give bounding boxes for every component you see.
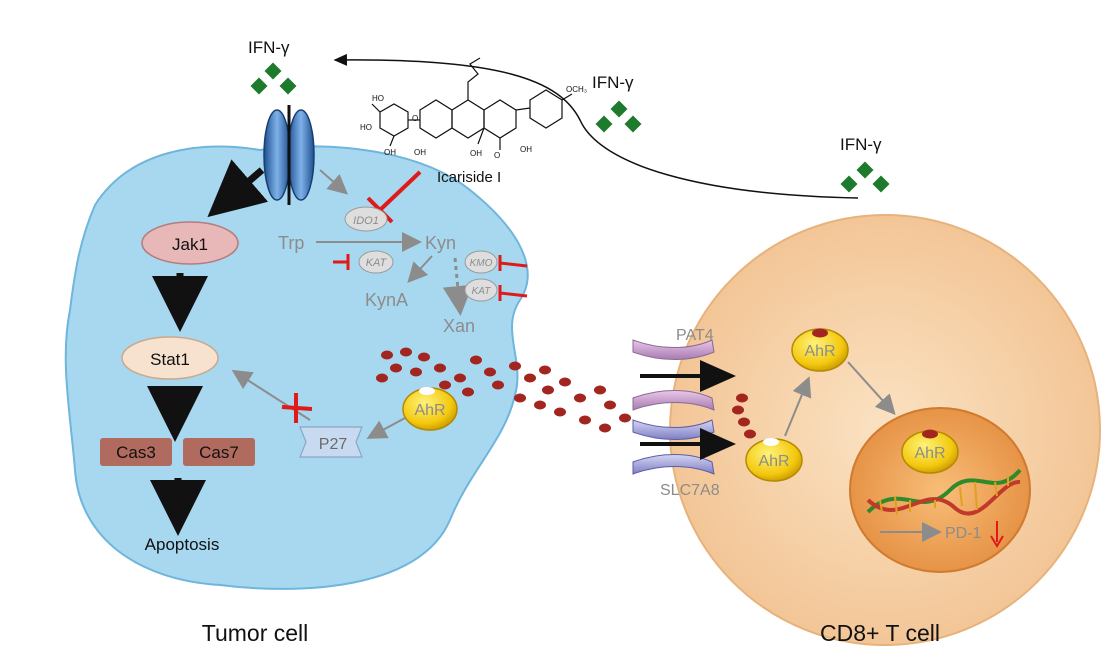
p27-label: P27 [319,436,348,453]
stat1-label: Stat1 [150,350,190,369]
kmo-inhibition [498,255,528,271]
ahr-tcell-top-label: AhR [804,343,835,360]
ido1-label: IDO1 [353,215,379,227]
svg-text:HO: HO [372,94,384,103]
apoptosis-label: Apoptosis [145,535,220,554]
cas7-label: Cas7 [199,443,239,462]
transporter-channel-icon [632,339,715,411]
svg-text:O: O [494,151,500,160]
kat-label-right: KAT [472,286,492,297]
ahr-nuclear-translocation-arrow [847,361,896,415]
svg-text:OH: OH [414,148,426,157]
svg-text:OCH₃: OCH₃ [566,85,587,94]
ifn-gamma-secretion-arrow [333,53,859,199]
svg-text:OH: OH [384,148,396,157]
svg-text:O: O [412,114,418,123]
ahr-binding-site [419,387,435,395]
ifn-gamma-label-mid: IFN-γ [592,73,634,92]
cas3-label: Cas3 [116,443,156,462]
stat1-node [121,336,219,380]
kyn-to-kyna-arrow [407,255,433,283]
kat-enzyme-right [464,278,498,302]
kyn-label: Kyn [425,233,456,253]
pd1-label: PD-1 [945,525,982,542]
ahr-activation-arrow [784,376,812,437]
ifn-gamma-icon [840,161,890,193]
jak1-label: Jak1 [172,235,208,254]
p27-node [299,426,363,458]
svg-text:HO: HO [360,123,372,132]
receptor-to-jak1-arrow [207,159,269,218]
cd8-cell-label: CD8+ T cell [820,620,940,646]
ifn-gamma-label-top: IFN-γ [248,38,290,57]
compound-label: Icariside I [437,169,501,186]
ifn-gamma-icon [595,100,642,133]
kyna-label: KynA [365,290,408,310]
ido1-enzyme [344,206,388,232]
ahr-to-p27-arrow [366,417,406,439]
cas3-box [100,438,172,466]
svg-text:OH: OH [470,149,482,158]
tumor-cell-label: Tumor cell [202,620,309,646]
pat4-label: PAT4 [676,327,714,344]
ifn-gamma-icon [250,62,297,95]
ahr-nucleus-label: AhR [914,445,945,462]
jak1-node [141,221,239,265]
cas7-box [183,438,255,466]
kmo-enzyme [464,250,498,274]
trp-label: Trp [278,233,304,253]
kat-inhibition-left [333,254,350,270]
ifn-gamma-label-right: IFN-γ [840,135,882,154]
pd1-decrease-arrow [990,521,1004,548]
kyn-to-xan-arrow [442,257,473,316]
chemical-atom-labels: HO HO OH OH O OH O OH OCH₃ [360,85,587,160]
kmo-label: KMO [470,258,493,269]
xan-label: Xan [443,316,475,336]
ahr-bound-kynurenine [922,429,938,439]
chemical-structure-icon [371,57,573,150]
dna-helix-icon [866,468,1022,516]
kat-enzyme-left [358,250,394,274]
slc7a8-label: SLC7A8 [660,482,720,499]
kynurenine-molecules [376,347,756,439]
svg-text:OH: OH [520,145,532,154]
ahr-tumor-label: AhR [414,402,445,419]
kat-inhibition-right [498,285,528,301]
ahr-tcell-low-label: AhR [758,453,789,470]
ahr-binding-site [763,438,779,446]
receptor-to-ido-arrow [319,169,349,195]
p27-block-mark [281,393,313,423]
kat-label-left: KAT [366,257,388,269]
ahr-bound-kynurenine [812,328,828,338]
transporter-channel-icon [632,419,715,475]
ifn-gamma-receptor-icon [263,105,315,205]
